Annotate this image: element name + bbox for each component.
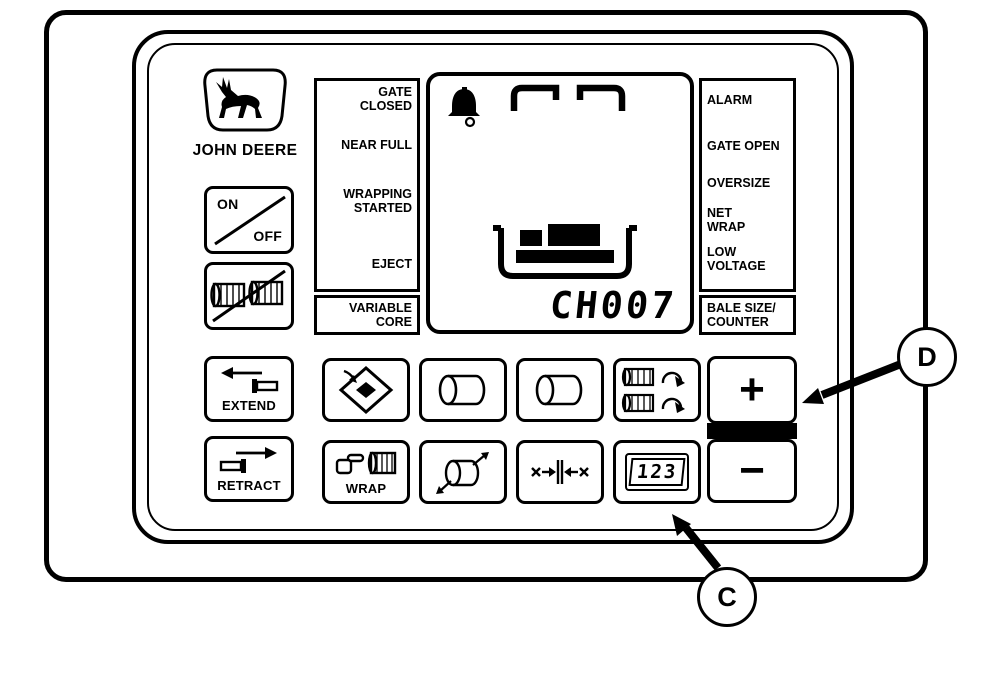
deer-logo-icon: [203, 68, 287, 132]
bale-compress-icon: [531, 460, 589, 484]
low-voltage-label: LOW VOLTAGE: [707, 245, 766, 273]
bale-size-button[interactable]: [419, 440, 507, 504]
net-roll-toggle-button[interactable]: [204, 262, 294, 330]
plus-minus-divider: [707, 423, 797, 439]
bale-cylinder-icon: [535, 374, 583, 406]
right-status-panel: ALARM GATE OPEN OVERSIZE NET WRAP LOW VO…: [699, 78, 796, 292]
wrapping-started-label: WRAPPING STARTED: [343, 187, 412, 215]
power-slash-icon: [214, 195, 286, 246]
bale-size-label-line2: COUNTER: [707, 315, 769, 329]
bale-cylinder-icon: [438, 374, 486, 406]
bale-density-button[interactable]: [516, 440, 604, 504]
alarm-label: ALARM: [707, 93, 753, 107]
left-status-panel: GATE CLOSED NEAR FULL WRAPPING STARTED E…: [314, 78, 420, 292]
bale-size-counter-panel: BALE SIZE/ COUNTER: [699, 295, 796, 335]
counter-button[interactable]: 123: [613, 440, 701, 504]
oversize-label: OVERSIZE: [707, 176, 771, 190]
hand-wrap-icon: [335, 451, 397, 475]
variable-core-label: VARIABLE CORE: [349, 301, 412, 329]
eject-label: EJECT: [371, 257, 412, 271]
power-on-label: ON: [217, 196, 239, 212]
net-rolls-slash-icon: [210, 269, 286, 323]
callout-d: D: [897, 327, 957, 387]
callout-c-letter: C: [717, 581, 737, 612]
bale-chamber-icon: [510, 84, 626, 111]
wrap-label: WRAP: [345, 481, 387, 496]
power-toggle-button[interactable]: ON OFF: [204, 186, 294, 254]
callout-c: C: [697, 567, 757, 627]
panel-bezel-inner-frame: [147, 43, 839, 531]
increase-button[interactable]: +: [707, 356, 797, 424]
net-wrap-label: NET WRAP: [707, 206, 746, 234]
panel-outer-frame: [44, 10, 928, 582]
lcd-display: CH007: [426, 72, 694, 334]
panel-bezel-frame: [132, 30, 854, 544]
extend-button[interactable]: EXTEND: [204, 356, 294, 422]
callout-d-letter: D: [917, 341, 937, 372]
bell-alarm-icon: [448, 87, 480, 128]
brand-name: JOHN DEERE: [192, 142, 298, 159]
gate-open-label: GATE OPEN: [707, 139, 780, 153]
wrap-button[interactable]: WRAP: [322, 440, 410, 504]
net-wrap-feed-button[interactable]: [613, 358, 701, 422]
net-feed-icon: [621, 367, 685, 413]
bale-size-label-line1: BALE SIZE/: [707, 301, 776, 315]
near-full-label: NEAR FULL: [341, 138, 412, 152]
bale-core-button[interactable]: [419, 358, 507, 422]
twine-knotter-icon: [338, 366, 394, 414]
counter-digits: 123: [628, 458, 686, 486]
retract-button[interactable]: RETRACT: [204, 436, 294, 502]
plus-label: +: [739, 365, 765, 414]
retract-icon: [219, 447, 277, 473]
lcd-readout: CH007: [547, 284, 679, 327]
minus-label: −: [739, 446, 765, 495]
extend-icon: [221, 367, 279, 393]
counter-frame: 123: [624, 453, 690, 491]
twine-tie-button[interactable]: [322, 358, 410, 422]
bale-fill-icon: [493, 224, 637, 279]
extend-label: EXTEND: [222, 398, 276, 413]
retract-label: RETRACT: [217, 478, 281, 493]
bale-size-icon: [436, 452, 489, 494]
gate-closed-label: GATE CLOSED: [359, 85, 412, 113]
decrease-button[interactable]: −: [707, 439, 797, 503]
bale-full-button[interactable]: [516, 358, 604, 422]
variable-core-panel: VARIABLE CORE: [314, 295, 420, 335]
power-off-label: OFF: [253, 228, 282, 244]
